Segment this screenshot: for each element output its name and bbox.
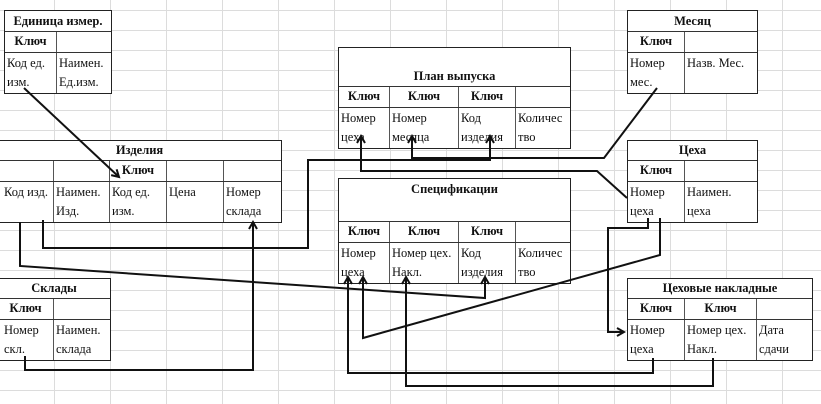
key-row: Ключ	[628, 32, 757, 53]
table-invoices: Цеховые накладные Ключ Ключ Номер цеха Н…	[627, 278, 813, 361]
key-cell: Ключ	[339, 222, 390, 242]
key-cell	[516, 87, 569, 107]
field-cell: Номер скл.	[0, 320, 54, 360]
key-row: Ключ Ключ Ключ	[339, 87, 570, 108]
table-units: Единица измер. Ключ Код ед. изм. Наимен.…	[4, 10, 112, 94]
key-cell: Ключ	[628, 32, 685, 52]
key-cell	[685, 32, 756, 52]
table-title: План выпуска	[339, 48, 570, 87]
key-cell	[0, 161, 54, 181]
fields-row: Код ед. изм. Наимен. Ед.изм.	[5, 53, 111, 93]
field-cell: Код изделия	[459, 243, 516, 283]
table-title: Склады	[0, 279, 110, 299]
field-cell: Количес тво	[518, 111, 563, 144]
key-row: Ключ	[0, 299, 110, 320]
key-cell	[57, 32, 110, 52]
key-row: Ключ	[0, 161, 281, 182]
field-cell: Код ед. изм.	[110, 182, 167, 222]
fields-row: Номер цеха Номер цех. Накл. Код изделия …	[339, 243, 570, 283]
field-cell: Количес тво	[518, 246, 563, 279]
key-cell	[54, 161, 110, 181]
key-row: Ключ Ключ	[628, 299, 812, 320]
field-cell: Номер цеха	[339, 108, 390, 148]
key-cell: Ключ	[390, 87, 459, 107]
field-cell: Номер цех. Накл.	[685, 320, 757, 360]
table-products: Изделия Ключ Код изд. Наимен. Изд. Код е…	[0, 140, 282, 223]
key-cell: Ключ	[459, 222, 516, 242]
field-cell: Код изд.	[0, 182, 54, 222]
field-cell: Код изделия	[459, 108, 516, 148]
key-cell: Ключ	[339, 87, 390, 107]
key-cell: Ключ	[0, 299, 54, 319]
fields-row: Номер мес. Назв. Мес.	[628, 53, 757, 93]
field-cell: Код ед. изм.	[5, 53, 57, 93]
field-cell: Наимен. склада	[56, 323, 101, 356]
key-cell: Ключ	[628, 299, 685, 319]
field-cell: Цена	[167, 182, 224, 222]
field-cell: Номер цеха	[628, 320, 685, 360]
key-cell	[167, 161, 224, 181]
field-cell: Номер цеха	[339, 243, 390, 283]
field-cell: Номер цеха	[628, 182, 685, 222]
key-cell	[516, 222, 569, 242]
key-cell: Ключ	[110, 161, 167, 181]
fields-row: Номер цеха Наимен. цеха	[628, 182, 757, 222]
key-cell: Ключ	[459, 87, 516, 107]
key-cell: Ключ	[628, 161, 685, 181]
table-title: Месяц	[628, 11, 757, 32]
fields-row: Номер цеха Номер цех. Накл. Дата сдачи	[628, 320, 812, 360]
field-cell: Наимен. Изд.	[54, 182, 110, 222]
table-shops: Цеха Ключ Номер цеха Наимен. цеха	[627, 140, 758, 223]
fields-row: Номер скл. Наимен. склада	[0, 320, 110, 360]
key-cell	[685, 161, 756, 181]
field-cell: Номер склада	[226, 185, 262, 218]
field-cell: Назв. Мес.	[687, 56, 745, 70]
key-row: Ключ Ключ Ключ	[339, 222, 570, 243]
fields-row: Код изд. Наимен. Изд. Код ед. изм. Цена …	[0, 182, 281, 222]
key-cell	[757, 299, 811, 319]
key-cell	[54, 299, 109, 319]
table-title: Изделия	[0, 141, 281, 161]
key-cell	[224, 161, 280, 181]
fields-row: Номер цеха Номер месяца Код изделия Коли…	[339, 108, 570, 148]
field-cell: Номер мес.	[628, 53, 685, 93]
table-specs: Спецификации Ключ Ключ Ключ Номер цеха Н…	[338, 178, 571, 284]
table-title: Единица измер.	[5, 11, 111, 32]
field-cell: Наимен. Ед.изм.	[59, 56, 104, 89]
key-row: Ключ	[628, 161, 757, 182]
field-cell: Дата сдачи	[759, 323, 789, 356]
table-title: Цеха	[628, 141, 757, 161]
key-row: Ключ	[5, 32, 111, 53]
field-cell: Номер цех. Накл.	[390, 243, 459, 283]
table-title: Цеховые накладные	[628, 279, 812, 299]
table-plan: План выпуска Ключ Ключ Ключ Номер цеха Н…	[338, 47, 571, 149]
field-cell: Наимен. цеха	[687, 185, 732, 218]
key-cell: Ключ	[5, 32, 57, 52]
key-cell: Ключ	[390, 222, 459, 242]
key-cell: Ключ	[685, 299, 757, 319]
table-warehouses: Склады Ключ Номер скл. Наимен. склада	[0, 278, 111, 361]
table-month: Месяц Ключ Номер мес. Назв. Мес.	[627, 10, 758, 94]
table-title: Спецификации	[339, 179, 570, 222]
field-cell: Номер месяца	[390, 108, 459, 148]
